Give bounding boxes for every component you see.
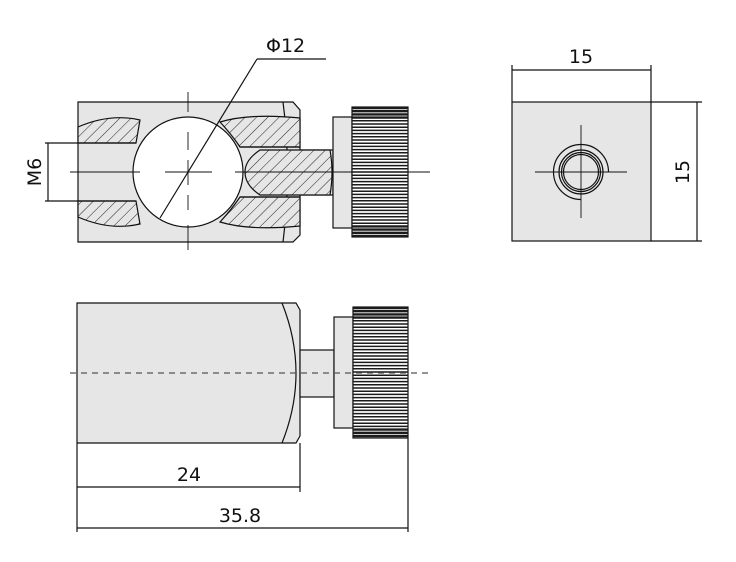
body-length-label: 24 xyxy=(177,464,201,486)
hatch-lower-left xyxy=(77,200,141,227)
knurl-lines-front xyxy=(353,306,408,438)
front-view xyxy=(70,302,428,532)
side-width-label: 15 xyxy=(569,46,593,68)
side-face xyxy=(511,101,652,242)
hatch-upper-left xyxy=(77,117,141,144)
side-height-label: 15 xyxy=(672,160,694,184)
flange xyxy=(332,116,353,229)
hatch-upper-right xyxy=(218,115,301,148)
total-length-label: 35.8 xyxy=(219,505,261,527)
side-view xyxy=(511,65,702,242)
ball-diameter-label: Φ12 xyxy=(266,35,305,57)
leader-line xyxy=(159,58,258,219)
body-outline-front xyxy=(76,302,301,444)
thread-label: M6 xyxy=(24,158,46,186)
hatch-lower-right xyxy=(218,196,301,229)
hatch-screw xyxy=(244,149,333,196)
thread-arc xyxy=(552,143,610,201)
section-view xyxy=(45,58,430,250)
